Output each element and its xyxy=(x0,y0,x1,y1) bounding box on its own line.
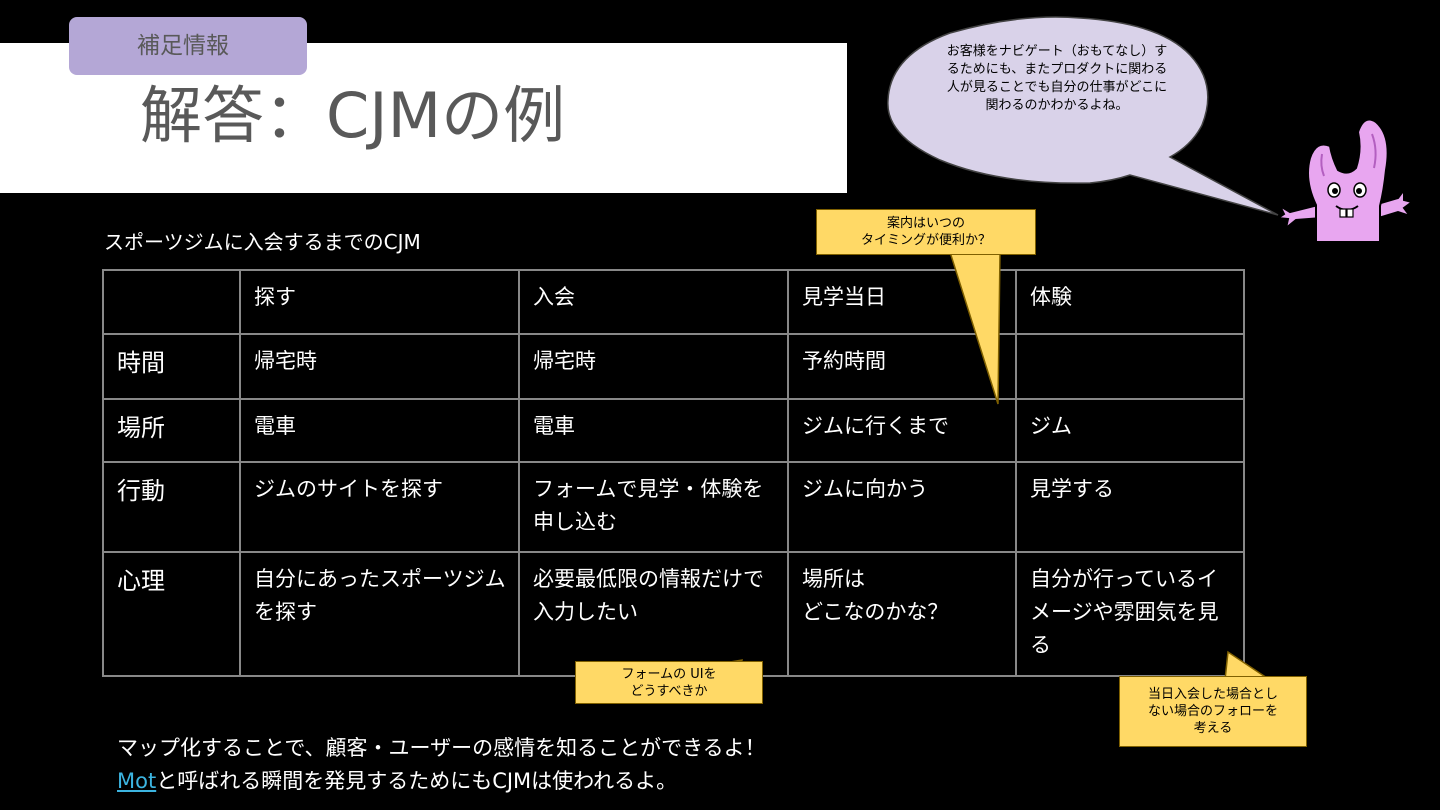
header-cell-search: 探す xyxy=(239,269,520,335)
table-cell: 場所は どこなのかな？ xyxy=(787,551,1017,677)
header-cell-join: 入会 xyxy=(518,269,789,335)
table-cell: 自分にあったスポーツジムを探す xyxy=(239,551,520,677)
footer-text: マップ化することで、顧客・ユーザーの感情を知ることができるよ！ Motと呼ばれる… xyxy=(117,732,766,798)
footer-line-2-rest: と呼ばれる瞬間を発見するためにもCJMは使われるよ。 xyxy=(156,769,678,793)
cjm-table: 探す 入会 見学当日 体験 時間 帰宅時 帰宅時 予約時間 場所 電車 電車 ジ… xyxy=(102,269,1245,677)
header-cell-corner xyxy=(102,269,241,335)
table-row-time: 時間 帰宅時 帰宅時 予約時間 xyxy=(102,333,1245,400)
row-label-feeling: 心理 xyxy=(102,551,241,677)
footer-line-1: マップ化することで、顧客・ユーザーの感情を知ることができるよ！ xyxy=(117,736,766,760)
rabbit-mascot-icon xyxy=(1276,118,1415,242)
supplement-tag: 補足情報 xyxy=(69,17,307,75)
table-cell: 見学する xyxy=(1015,461,1245,553)
row-label-action: 行動 xyxy=(102,461,241,553)
table-cell: ジム xyxy=(1015,398,1245,463)
table-cell xyxy=(1015,333,1245,400)
speech-bubble-icon xyxy=(887,16,1279,216)
table-cell: 電車 xyxy=(518,398,789,463)
table-cell: 必要最低限の情報だけで入力したい xyxy=(518,551,789,677)
table-row-place: 場所 電車 電車 ジムに行くまで ジム xyxy=(102,398,1245,463)
table-caption: スポーツジムに入会するまでのCJM xyxy=(104,230,421,254)
row-label-place: 場所 xyxy=(102,398,241,463)
table-cell: ジムに向かう xyxy=(787,461,1017,553)
header-cell-trial: 体験 xyxy=(1015,269,1245,335)
callout-follow-up: 当日入会した場合とし ない場合のフォローを 考える xyxy=(1119,676,1307,747)
callout-form-ui: フォームの UIを どうすべきか xyxy=(575,661,763,704)
table-row-feeling: 心理 自分にあったスポーツジムを探す 必要最低限の情報だけで入力したい 場所は … xyxy=(102,551,1245,677)
table-cell: ジムのサイトを探す xyxy=(239,461,520,553)
table-cell: 自分が行っているイメージや雰囲気を見る xyxy=(1015,551,1245,677)
table-cell: 電車 xyxy=(239,398,520,463)
table-cell: 帰宅時 xyxy=(518,333,789,400)
page-title: 解答：CJMの例 xyxy=(140,79,566,152)
footer-line-2: Motと呼ばれる瞬間を発見するためにもCJMは使われるよ。 xyxy=(117,765,766,798)
table-cell: ジムに行くまで xyxy=(787,398,1017,463)
speech-bubble-text: お客様をナビゲート（おもてなし）するためにも、またプロダクトに関わる人が見ること… xyxy=(946,44,1168,113)
table-cell: 帰宅時 xyxy=(239,333,520,400)
row-label-time: 時間 xyxy=(102,333,241,400)
mot-link[interactable]: Mot xyxy=(117,769,157,793)
callout-timing: 案内はいつの タイミングが便利か？ xyxy=(816,209,1036,255)
table-cell: フォームで見学・体験を申し込む xyxy=(518,461,789,553)
table-row-action: 行動 ジムのサイトを探す フォームで見学・体験を申し込む ジムに向かう 見学する xyxy=(102,461,1245,553)
